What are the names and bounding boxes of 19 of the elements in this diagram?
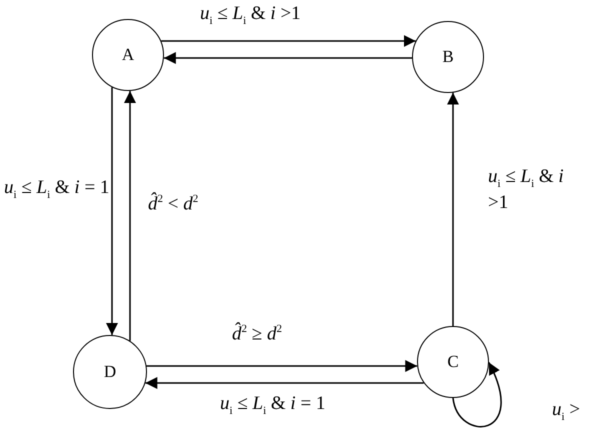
edge-label: d̂$^{2}$ ≥ d$^{2}$ bbox=[232, 322, 282, 346]
state-name: D bbox=[104, 362, 116, 382]
state-name: B bbox=[442, 47, 454, 67]
arrow bbox=[145, 377, 424, 389]
edge-label: d̂$^{2}$ < d$^{2}$ bbox=[148, 192, 198, 216]
edge-label: u$_{i}$ ≤ L$_{i}$ & i = 1 bbox=[4, 176, 110, 202]
arrow bbox=[146, 360, 418, 372]
arrow bbox=[106, 87, 118, 336]
edge-label: u$_{i}$ > bbox=[552, 398, 580, 424]
state-name: C bbox=[447, 352, 459, 372]
arrow bbox=[164, 52, 412, 64]
state-name: A bbox=[122, 45, 134, 65]
self-loop-arrow bbox=[452, 362, 502, 428]
edge-label: u$_{i}$ ≤ L$_{i}$ & i = 1 bbox=[220, 392, 326, 418]
arrow bbox=[124, 90, 136, 341]
edge-label: u$_{i}$ ≤ L$_{i}$ & i >1 bbox=[200, 2, 301, 28]
arrow bbox=[447, 92, 459, 326]
edge-label: u$_{i}$ ≤ L$_{i}$ & i >1 bbox=[488, 165, 565, 216]
arrow bbox=[161, 35, 416, 47]
